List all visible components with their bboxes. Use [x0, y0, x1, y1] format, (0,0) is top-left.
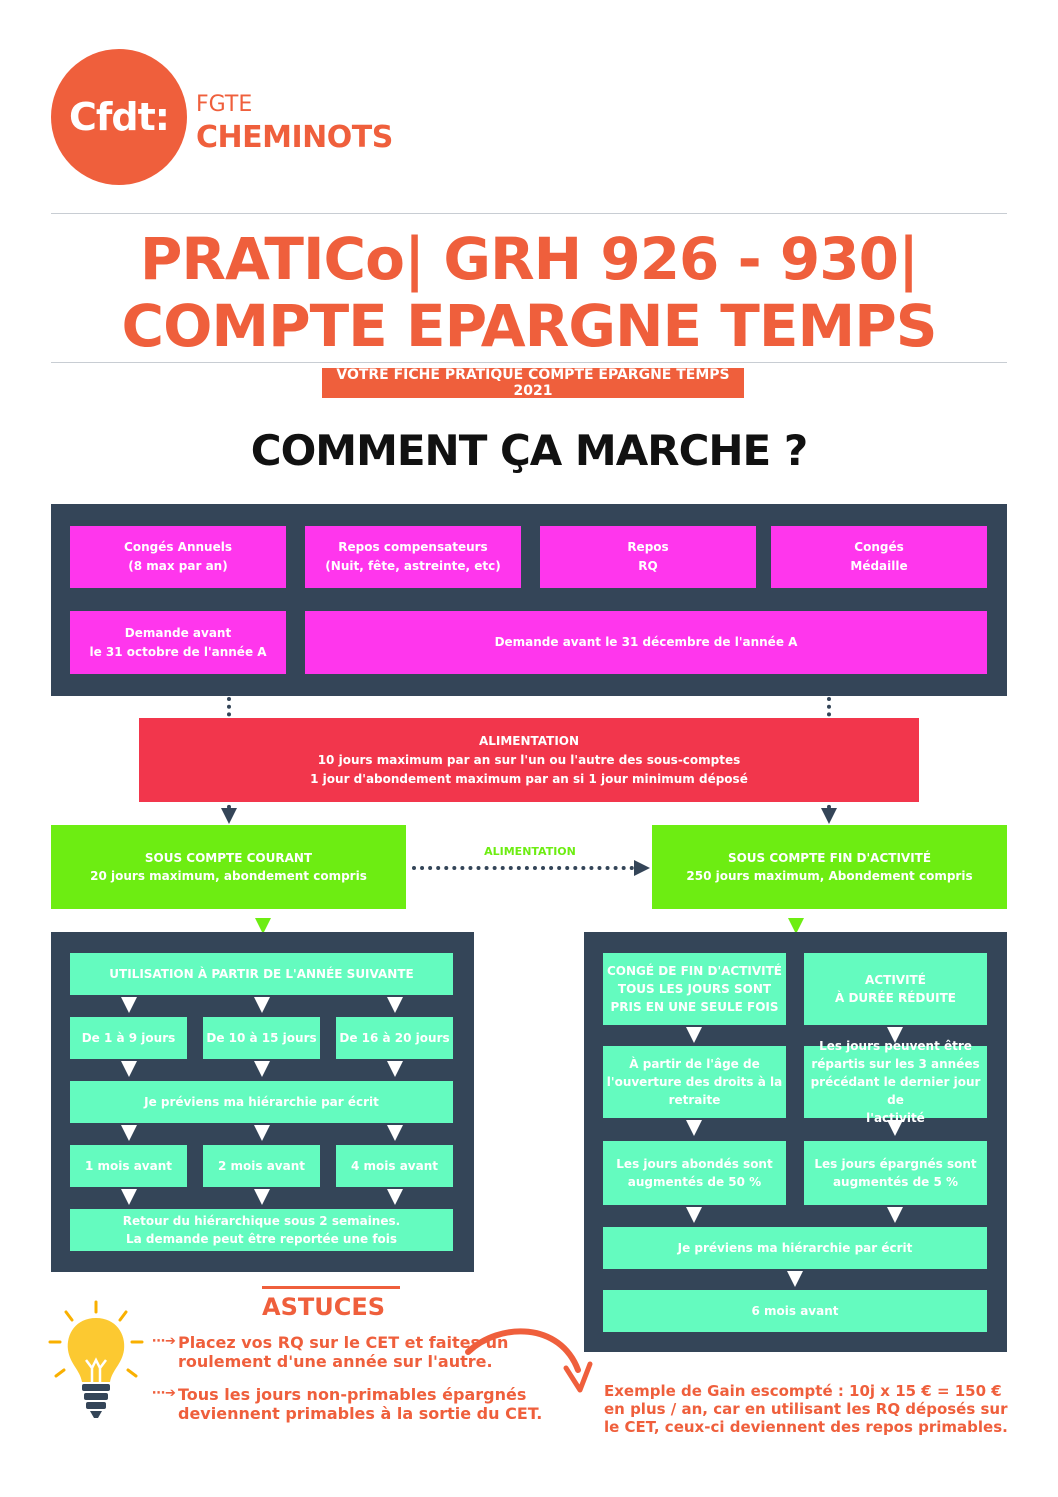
astuces-title: ASTUCES	[262, 1293, 386, 1321]
page-title-line2: COMPTE EPARGNE TEMPS	[121, 292, 938, 360]
flow-arrow	[686, 1207, 702, 1223]
notice-6-months: 6 mois avant	[603, 1290, 987, 1332]
bottom-rule	[51, 362, 1007, 363]
alimentation-box: ALIMENTATION 10 jours maximum par an sur…	[139, 718, 919, 802]
logo-cheminots: CHEMINOTS	[196, 120, 393, 155]
chevron-right-icon: ⋯➔	[152, 1386, 176, 1401]
age-ouverture-droits: À partir de l'âge de l'ouverture des dro…	[603, 1046, 786, 1118]
section-heading: COMMENT ÇA MARCHE ?	[250, 425, 808, 475]
arrow-to-courant	[221, 808, 237, 824]
transfer-dots	[412, 866, 634, 870]
flow-arrow	[387, 1061, 403, 1077]
gain-example: Exemple de Gain escompté : 10j x 15 € = …	[604, 1382, 1008, 1436]
flow-arrow	[387, 1125, 403, 1141]
jours-abondes: Les jours abondés sont augmentés de 50 %	[603, 1141, 786, 1205]
deadline-december: Demande avant le 31 décembre de l'année …	[305, 611, 987, 674]
flow-arrow	[887, 1120, 903, 1136]
curved-arrow-icon	[460, 1318, 600, 1398]
flow-arrow	[387, 997, 403, 1013]
notice-1-month: 1 mois avant	[70, 1145, 187, 1187]
flow-arrow	[887, 1027, 903, 1043]
flow-arrow	[121, 997, 137, 1013]
flow-arrow	[387, 1189, 403, 1205]
flow-arrow	[686, 1027, 702, 1043]
flow-arrow	[121, 1061, 137, 1077]
transfer-arrow	[634, 860, 650, 876]
transfer-label: ALIMENTATION	[484, 845, 576, 858]
conge-fin-activite: CONGÉ DE FIN D'ACTIVITÉ TOUS LES JOURS S…	[603, 953, 786, 1025]
flow-arrow	[254, 1061, 270, 1077]
flow-arrow	[787, 1271, 803, 1287]
courant-down-arrow	[255, 918, 271, 934]
top-rule	[51, 213, 1007, 214]
logo-mark: Cfdt:	[69, 95, 170, 139]
tip-rq-roulement: Placez vos RQ sur le CET et faites un ro…	[178, 1333, 509, 1371]
chevron-right-icon: ⋯➔	[152, 1334, 176, 1349]
arrow-to-fin	[821, 808, 837, 824]
jours-repartis: Les jours peuvent être répartis sur les …	[804, 1039, 987, 1125]
notice-2-months: 2 mois avant	[203, 1145, 320, 1187]
page-title-line1: PRATICo| GRH 926 - 930|	[139, 225, 919, 293]
fin-down-arrow	[788, 918, 804, 934]
range-16-20: De 16 à 20 jours	[336, 1017, 453, 1059]
sous-compte-fin-activite: SOUS COMPTE FIN D'ACTIVITÉ 250 jours max…	[652, 825, 1007, 909]
flow-arrow	[121, 1189, 137, 1205]
range-10-15: De 10 à 15 jours	[203, 1017, 320, 1059]
subtitle-badge: VOTRE FICHE PRATIQUE COMPTE ÉPARGNE TEMP…	[322, 367, 744, 399]
flow-arrow	[686, 1120, 702, 1136]
source-repos-compensateurs: Repos compensateurs(Nuit, fête, astreint…	[305, 526, 521, 588]
logo-fgte: FGTE	[196, 92, 253, 117]
lightbulb-icon	[46, 1298, 146, 1430]
flow-arrow	[254, 1189, 270, 1205]
sous-compte-courant: SOUS COMPTE COURANT 20 jours maximum, ab…	[51, 825, 406, 909]
flow-arrow	[887, 1207, 903, 1223]
flow-arrow	[254, 1125, 270, 1141]
notice-4-months: 4 mois avant	[336, 1145, 453, 1187]
activite-duree-reduite: ACTIVITÉ À DURÉE RÉDUITE	[804, 953, 987, 1025]
flow-arrow	[121, 1125, 137, 1141]
hierarchy-answer: Retour du hiérarchique sous 2 semaines. …	[70, 1209, 453, 1251]
range-1-9: De 1 à 9 jours	[70, 1017, 187, 1059]
astuces-rule	[262, 1286, 400, 1289]
source-conges-annuels: Congés Annuels(8 max par an)	[70, 526, 286, 588]
tip-non-primables: Tous les jours non-primables épargnés de…	[178, 1385, 543, 1423]
notify-hierarchy-left: Je préviens ma hiérarchie par écrit	[70, 1081, 453, 1123]
jours-epargnes: Les jours épargnés sont augmentés de 5 %	[804, 1141, 987, 1205]
utilisation-header: UTILISATION À PARTIR DE L'ANNÉE SUIVANTE	[70, 953, 453, 995]
flow-arrow	[254, 997, 270, 1013]
cfdt-logo: Cfdt:	[51, 49, 187, 185]
notify-hierarchy-right: Je préviens ma hiérarchie par écrit	[603, 1227, 987, 1269]
